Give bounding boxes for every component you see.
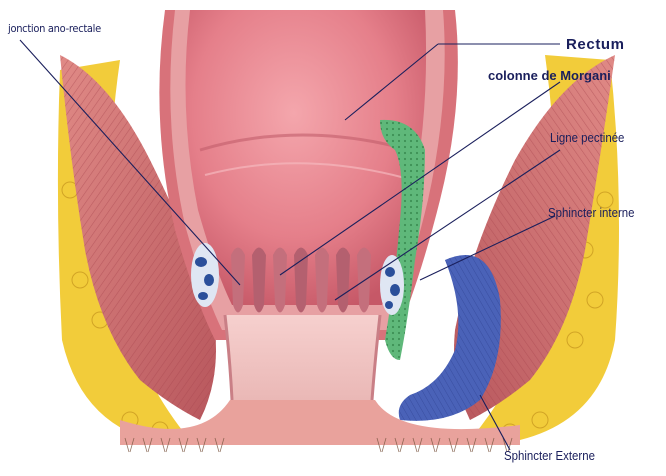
morgagni-column [231, 248, 245, 313]
morgagni-column [273, 248, 287, 313]
label-ligne-pectinee: Ligne pectinée [550, 130, 624, 145]
venous-plexus-left [191, 243, 219, 307]
morgagni-column [357, 248, 371, 313]
label-rectum: Rectum [566, 36, 625, 53]
anal-canal [225, 315, 380, 400]
label-sphincter-externe: Sphincter Externe [504, 448, 595, 463]
label-colonne-de-morgani: colonne de Morgani [488, 68, 611, 83]
morgagni-column [336, 248, 350, 313]
label-jonction-ano-rectale: jonction ano-rectale [8, 22, 101, 35]
morgagni-column [315, 248, 329, 313]
label-sphincter-interne: Sphincter interne [548, 205, 634, 220]
morgagni-column [252, 248, 266, 313]
venous-plexus-right [380, 255, 404, 315]
